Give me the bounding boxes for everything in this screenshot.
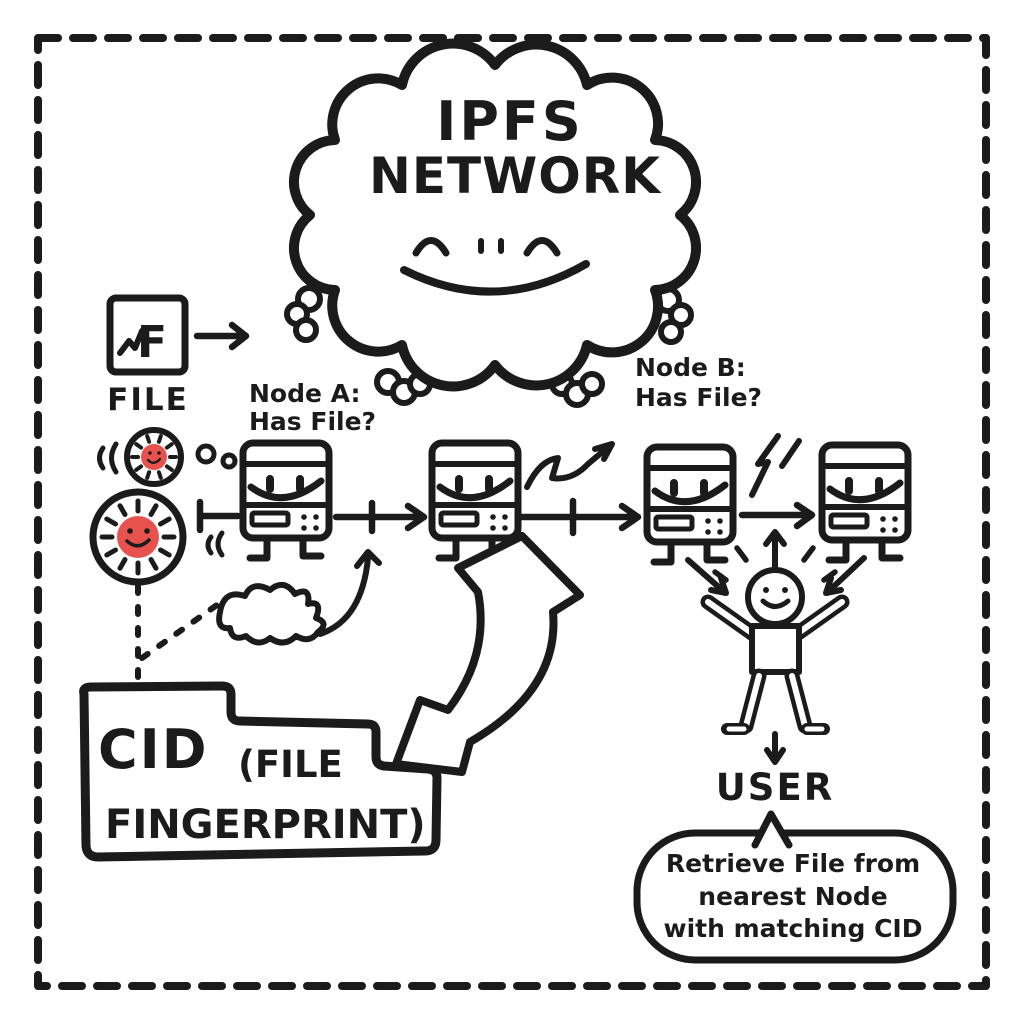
file-glyph: F: [137, 317, 167, 368]
cloud-body: [289, 38, 701, 392]
cid-bubble: CID (FILE FINGERPRINT): [79, 681, 442, 862]
pipeline-arrows: [196, 433, 816, 537]
node-yellow: [428, 439, 522, 558]
node-red: [818, 441, 912, 560]
svg-text:Has File?: Has File?: [635, 383, 762, 412]
svg-text:Node B:: Node B:: [635, 353, 746, 382]
svg-text:Has File?: Has File?: [249, 407, 376, 436]
arrow-red-to-user-icon: [823, 555, 867, 596]
user-up-arrow-icon: [763, 529, 787, 570]
publish-arrow-icon: [196, 498, 242, 534]
hash-scribble-icon: [216, 549, 382, 646]
svg-text:Retrieve File from: Retrieve File from: [666, 849, 920, 878]
speech-pointer-icon: [751, 810, 793, 849]
user-figure: USER: [685, 529, 867, 809]
cid-paren-close: FINGERPRINT): [105, 802, 426, 848]
cid-exchange-arrow-icon: [392, 532, 584, 776]
squiggle-arrow-icon: [524, 441, 615, 490]
node-green: [643, 443, 737, 562]
node-blue: [239, 439, 333, 558]
cloud-foot-left-icon: [374, 368, 433, 406]
cloud-title-line2: NETWORK: [369, 147, 662, 205]
node-a-question: Node A: Has File?: [249, 379, 376, 436]
file-to-cloud-arrow-icon: [193, 321, 250, 351]
svg-text:Node A:: Node A:: [249, 379, 360, 408]
dashed-border: [34, 34, 990, 990]
cloud-title-line1: IPFS: [436, 90, 583, 153]
ipfs-cloud: IPFS NETWORK: [284, 38, 701, 408]
arrow-green-to-user-icon: [685, 557, 729, 596]
cid-paren-open: (FILE: [238, 743, 343, 786]
arrow-user-label-icon: [764, 731, 786, 765]
file-squiggle-icon: [117, 328, 145, 356]
arrow-node1-node2-icon: [332, 499, 428, 535]
cid-title: CID: [98, 718, 209, 781]
file-label: FILE: [107, 382, 189, 418]
cid-dashed-link-icon: [135, 583, 227, 685]
fingerprint-badge-small-icon: [97, 427, 238, 487]
thought-dot-icon: [195, 443, 217, 465]
emphasis-marks-icon: [205, 530, 225, 558]
speech-bubble: Retrieve File from nearest Node with mat…: [633, 810, 957, 964]
cloud-face-icon: [400, 237, 590, 296]
user-label: USER: [716, 766, 834, 809]
fingerprint-badge-large-icon: [89, 488, 227, 685]
svg-text:with matching CID: with matching CID: [664, 914, 923, 943]
lightning-icon: [749, 433, 802, 498]
arrow-node3-node4-icon: [738, 501, 816, 530]
thought-dot-icon: [220, 452, 238, 470]
file-icon: F FILE: [106, 294, 250, 418]
svg-text:nearest Node: nearest Node: [698, 882, 887, 911]
node-b-question: Node B: Has File?: [635, 353, 762, 412]
cloud-hand-left-icon: [284, 285, 323, 343]
arrow-node2-node3-icon: [516, 497, 642, 537]
